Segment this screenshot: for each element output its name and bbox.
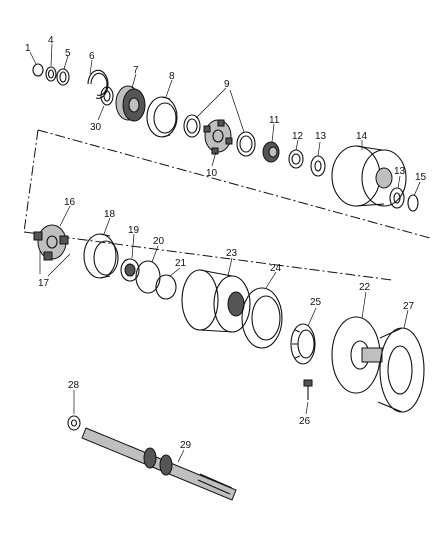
callout-15: 15 [415, 172, 427, 183]
part-5-washer [56, 68, 70, 86]
part-27-pump-housing [377, 327, 425, 413]
callout-27: 27 [403, 301, 415, 312]
callout-20: 20 [153, 236, 165, 247]
callout-29: 29 [180, 440, 192, 451]
callout-23: 23 [226, 248, 238, 259]
part-9-bearing-a [183, 114, 201, 138]
callout-24: 24 [270, 263, 282, 274]
callout-19: 19 [128, 225, 140, 236]
part-4-ring [45, 66, 57, 82]
part-18-ring-gear [83, 233, 119, 279]
callout-13b: 13 [394, 166, 406, 177]
callout-4: 4 [48, 35, 54, 46]
part-19-bearing [120, 258, 140, 282]
part-13-thrust-washer-b [389, 187, 405, 209]
part-13-thrust-washer-a [310, 155, 326, 177]
assembly-boundary [23, 129, 431, 281]
callout-22: 22 [359, 282, 371, 293]
callout-1: 1 [25, 43, 31, 54]
callout-10: 10 [206, 168, 218, 179]
callout-17: 17 [38, 278, 50, 289]
part-10-carrier [203, 119, 233, 155]
callout-25: 25 [310, 297, 322, 308]
callout-5: 5 [65, 48, 71, 59]
callout-16: 16 [64, 197, 76, 208]
callout-28: 28 [68, 380, 80, 391]
part-14-drum [331, 145, 407, 207]
callout-12: 12 [292, 131, 304, 142]
part-1-snap-ring [32, 63, 44, 77]
callout-7: 7 [133, 65, 139, 76]
part-9-bearing-b [236, 131, 256, 157]
part-28-washer [67, 415, 81, 431]
part-25-one-way-clutch [290, 323, 316, 365]
callout-18: 18 [104, 209, 116, 220]
part-24-clutch-ring [241, 287, 283, 349]
callout-11: 11 [269, 115, 280, 126]
part-6-snap-ring [87, 69, 109, 99]
part-22-pump-plate [331, 316, 383, 394]
part-16-sun-gear-shell [33, 224, 69, 261]
callout-26: 26 [299, 416, 311, 427]
callout-9: 9 [224, 79, 230, 90]
part-29-output-shaft [81, 427, 237, 501]
part-7-planetary-gear [115, 85, 146, 122]
callout-8: 8 [169, 71, 175, 82]
part-30-washer [100, 86, 114, 106]
callout-30: 30 [90, 122, 102, 133]
part-21-snap-ring [155, 274, 177, 300]
callout-13a: 13 [315, 131, 327, 142]
part-11-roller-bearing [262, 141, 280, 163]
leader-lines [29, 43, 421, 463]
part-8-ring-gear [146, 96, 178, 138]
callout-14: 14 [356, 131, 368, 142]
callout-labels: 1 4 5 6 7 8 9 10 11 12 13 14 13 15 30 16… [25, 35, 427, 451]
part-15-snap-ring [407, 194, 419, 212]
part-12-ring [288, 149, 304, 169]
callout-21: 21 [175, 258, 187, 269]
callout-6: 6 [89, 51, 95, 62]
part-26-bolt [303, 379, 313, 400]
part-23-clutch-drum [181, 269, 251, 333]
